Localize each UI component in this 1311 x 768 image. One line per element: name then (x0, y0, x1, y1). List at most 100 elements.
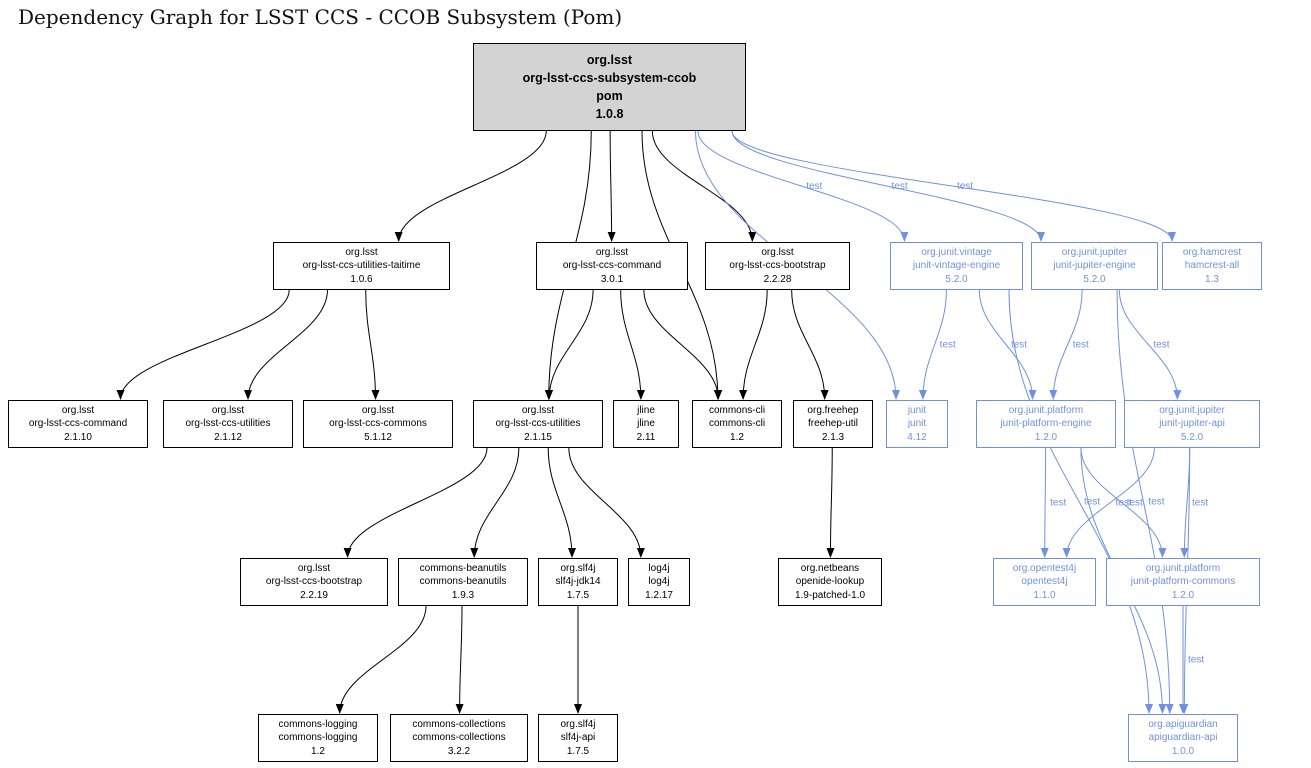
node-line: 1.0.8 (595, 107, 624, 122)
node-line: 5.1.12 (364, 431, 392, 443)
node-line: 1.7.5 (566, 745, 590, 757)
node-line: org-lsst-ccs-bootstrap (265, 576, 363, 588)
node-line: 3.2.2 (447, 745, 471, 757)
edge-bootstrap228-freehep (791, 289, 829, 400)
node-line: org-lsst-ccs-command (28, 418, 128, 430)
node-line: commons-beanutils (419, 563, 507, 575)
edge-taitime-commons5112 (365, 289, 380, 400)
node-line: org.netbeans (800, 563, 860, 575)
node-line: 1.0.6 (350, 273, 373, 285)
node-line: commons-collections (412, 719, 506, 731)
node-line: org.opentest4j (1012, 563, 1077, 575)
edge-scope-label: test (1011, 340, 1027, 351)
node-line: hamcrest-all (1184, 260, 1240, 272)
edge-platformEngine-platformCommons (1080, 447, 1167, 558)
node-line: org-lsst-ccs-utilities (185, 418, 271, 430)
node-line: 5.2.0 (1180, 431, 1204, 443)
node-line: 1.2.0 (1171, 589, 1195, 601)
node-line: 1.2.0 (1034, 431, 1058, 443)
node-line: org-lsst-ccs-utilities (495, 418, 581, 430)
node-line: 1.2 (311, 745, 325, 757)
edge-command3-jline (620, 289, 645, 400)
node-line: org.slf4j (560, 719, 596, 731)
node-line: jline (637, 418, 655, 430)
node-line: org.junit.jupiter (1159, 405, 1225, 417)
node-line: org.lsst (521, 405, 555, 417)
edge-scope-label: test (940, 340, 956, 351)
node-line: 2.1.12 (214, 431, 242, 443)
edge-scope-label: test (1192, 498, 1208, 509)
edge-root-vintage (697, 130, 909, 242)
edge-root-bootstrap228 (651, 130, 757, 242)
node-line: 1.0.0 (1171, 745, 1195, 757)
edge-vintage-platformEngine (978, 289, 1037, 400)
node-line: junit-platform-engine (1000, 418, 1092, 430)
node-line: junit-vintage-engine (912, 260, 1001, 272)
edge-scope-label: test (1148, 497, 1164, 508)
edge-scope-label: test (1188, 655, 1204, 666)
node-line: 2.1.15 (524, 431, 552, 443)
edge-utilities2115-slf4jjdk14 (547, 447, 576, 558)
node-line: 2.1.10 (64, 431, 92, 443)
node-line: org-lsst-ccs-utilities-taitime (302, 260, 421, 272)
edge-utilities2115-beanutils (470, 447, 520, 558)
edge-beanutils-commonsLogging (335, 605, 427, 714)
edge-jupiterEngine-platformEngine (1049, 289, 1083, 400)
edge-root-jupiterEngine (731, 130, 1045, 242)
node-line: org-lsst-ccs-commons (329, 418, 427, 430)
edge-utilities2115-log4j (568, 447, 645, 558)
node-line: commons-logging (278, 732, 358, 744)
node-line: 2.2.28 (763, 273, 792, 285)
edge-command3-utilities2115 (545, 289, 594, 400)
node-line: junit-jupiter-engine (1053, 260, 1136, 272)
node-line: jline (637, 405, 655, 417)
node-line: junit-jupiter-api (1159, 418, 1225, 430)
node-line: commons-cli (708, 405, 766, 417)
edge-jupiterEngine-apiguardian (1116, 289, 1174, 714)
node-line: slf4j-api (560, 732, 596, 744)
edge-bootstrap228-commonscli (739, 289, 768, 400)
diagram-title: Dependency Graph for LSST CCS - CCOB Sub… (18, 5, 623, 29)
edge-scope-label: test (1050, 498, 1066, 509)
edge-vintage-junit412 (918, 289, 947, 400)
edge-jupiterApi-opentest4j (1062, 447, 1155, 558)
node-line: org.apiguardian (1148, 719, 1218, 731)
node-line: commons-beanutils (419, 576, 507, 588)
edge-jupiterEngine-jupiterApi (1118, 289, 1182, 400)
node-line: openide-lookup (795, 576, 865, 588)
node-line: org.lsst (595, 247, 629, 259)
node-line: log4j (648, 576, 670, 588)
node-line: apiguardian-api (1148, 732, 1218, 744)
edge-scope-label: test (892, 181, 908, 192)
edge-scope-label: test (1073, 340, 1089, 351)
edge-beanutils-commonsCollections (455, 605, 464, 714)
node-line: 2.11 (636, 431, 656, 443)
node-line: 3.0.1 (600, 273, 624, 285)
edge-freehep-openide (826, 447, 835, 558)
edge-root-taitime (394, 130, 547, 242)
node-line: 2.2.19 (300, 589, 328, 601)
node-line: 1.2 (730, 431, 744, 443)
node-line: commons-collections (412, 732, 506, 744)
